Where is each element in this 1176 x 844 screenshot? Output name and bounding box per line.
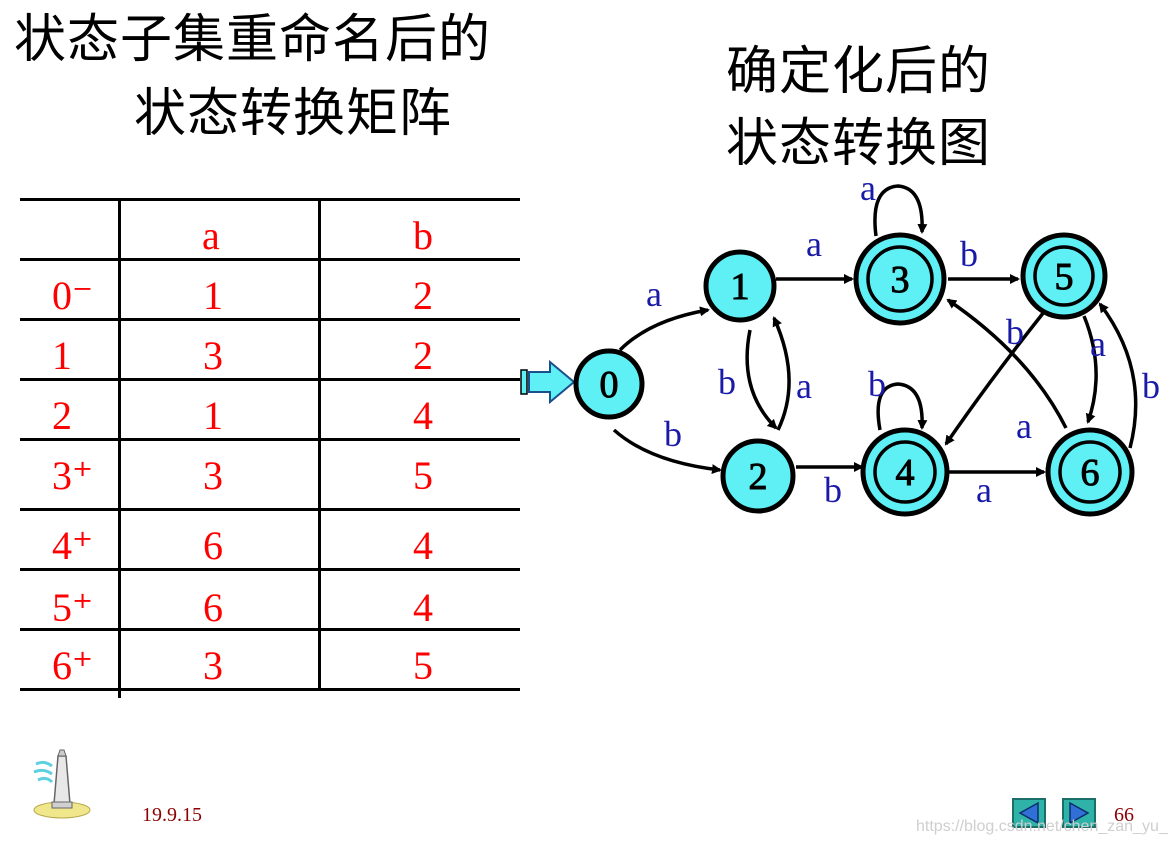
edge-0-1: [620, 310, 708, 350]
start-arrow-icon: [521, 362, 574, 402]
state-6-accepting: 6: [1048, 430, 1132, 514]
svg-text:0: 0: [600, 364, 619, 406]
label-1-3: a: [806, 224, 822, 264]
edge-3-3: [875, 186, 922, 236]
svg-text:3: 3: [891, 259, 910, 301]
tower-clipart-icon: [30, 748, 92, 820]
edge-2-1: [774, 318, 789, 430]
state-5-accepting: 5: [1023, 235, 1105, 317]
label-5-4: b: [1006, 312, 1024, 352]
label-6-5: b: [1142, 366, 1160, 406]
svg-text:1: 1: [731, 266, 750, 308]
state-0: 0: [576, 351, 642, 417]
svg-text:5: 5: [1055, 256, 1074, 298]
state-1: 1: [706, 252, 774, 320]
label-4-6: a: [976, 470, 992, 510]
label-1-2: b: [718, 362, 736, 402]
svg-text:6: 6: [1081, 452, 1100, 494]
state-4-accepting: 4: [863, 430, 947, 514]
label-5-6: a: [1090, 324, 1106, 364]
slide-date: 19.9.15: [142, 804, 202, 827]
label-4-4: b: [868, 364, 886, 404]
label-3-3: a: [860, 168, 876, 208]
state-2: 2: [723, 441, 793, 511]
label-6-3: a: [1016, 406, 1032, 446]
state-3-accepting: 3: [856, 235, 944, 323]
svg-text:2: 2: [749, 456, 768, 498]
label-3-5: b: [960, 234, 978, 274]
label-0-1: a: [646, 274, 662, 314]
label-0-2: b: [664, 414, 682, 454]
edge-1-2: [747, 330, 776, 428]
label-2-4: b: [824, 470, 842, 510]
watermark: https://blog.csdn.net/chen_zan_yu_: [916, 818, 1168, 836]
svg-text:4: 4: [896, 452, 915, 494]
label-2-1: a: [796, 366, 812, 406]
